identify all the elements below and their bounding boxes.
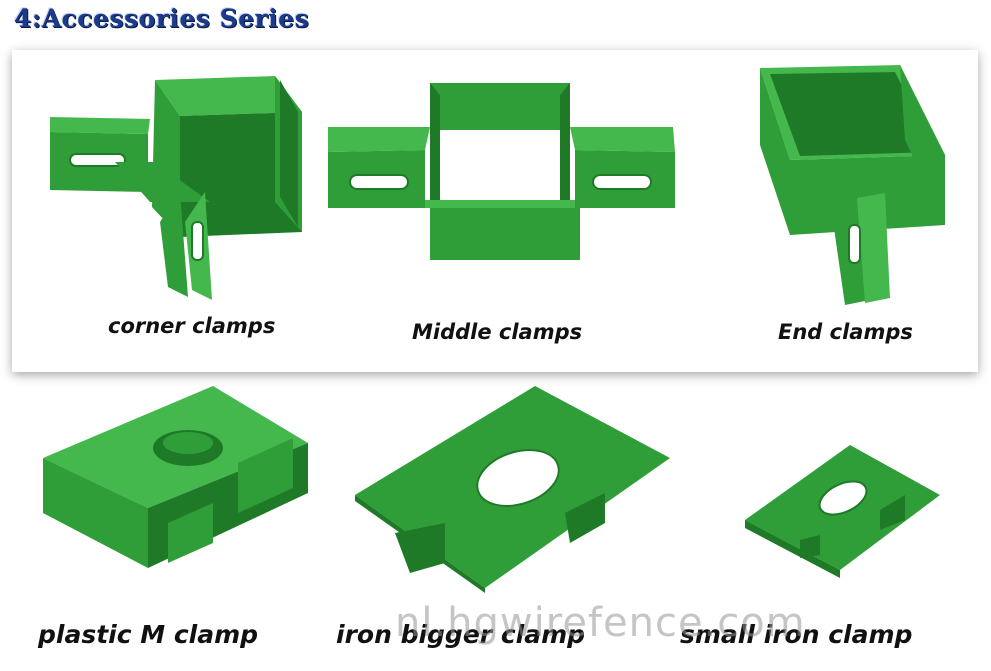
section-title: 4:Accessories Series <box>14 4 310 33</box>
iron-bigger-clamp-image <box>350 383 675 593</box>
end-clamps-caption: End clamps <box>778 320 913 344</box>
corner-clamps-caption: corner clamps <box>108 314 276 338</box>
corner-clamp-image <box>40 72 310 302</box>
iron-bigger-clamp-caption: iron bigger clamp <box>336 620 586 649</box>
end-clamp-image <box>745 60 960 310</box>
middle-clamps-caption: Middle clamps <box>412 320 583 344</box>
small-iron-clamp-caption: small iron clamp <box>680 620 913 649</box>
plastic-m-clamp-image <box>38 383 313 573</box>
middle-clamp-image <box>325 80 680 265</box>
plastic-m-clamp-caption: plastic M clamp <box>38 620 259 649</box>
watermark-text: nl.hgwirefence.com <box>395 600 806 646</box>
small-iron-clamp-image <box>740 440 945 580</box>
